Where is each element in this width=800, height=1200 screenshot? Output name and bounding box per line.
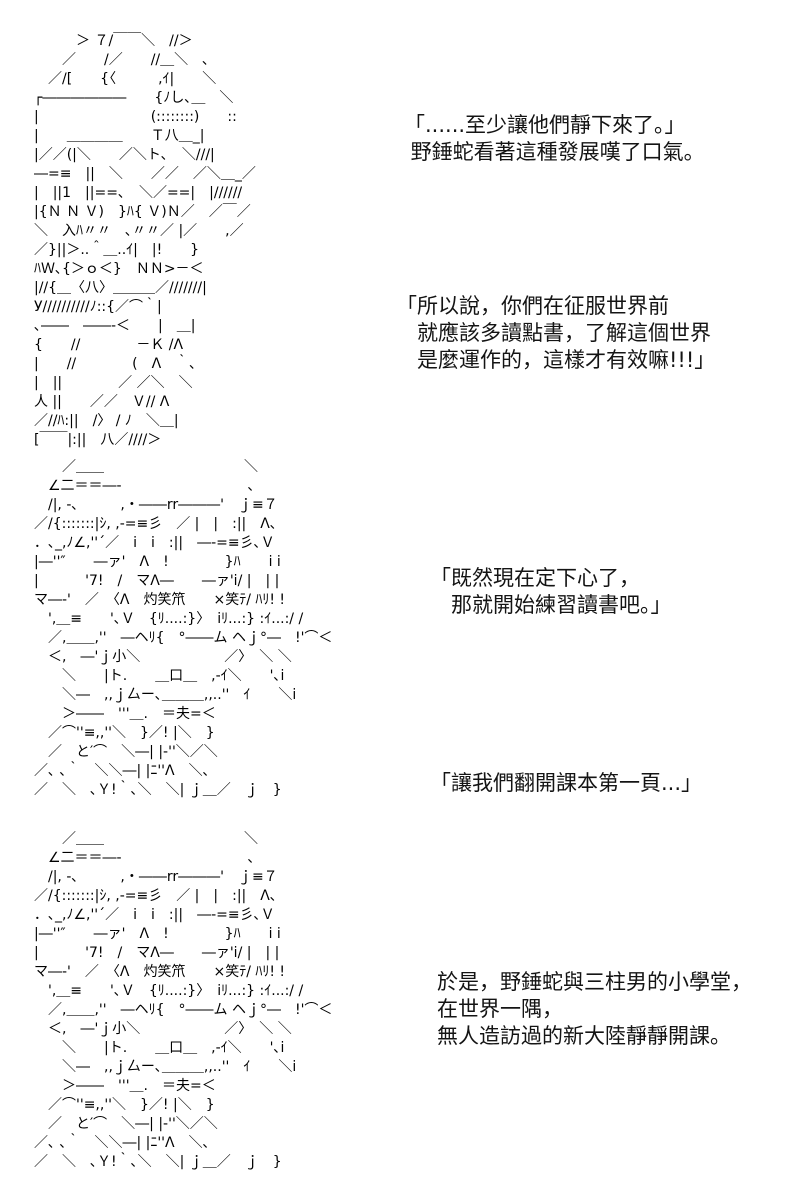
dialogue-text-1: 「......至少讓他們靜下來了。」 野錘蛇看著這種發展嘆了口氣。 [404,113,705,164]
ascii-art-snake-panel: ＞ ７/￣￣＼ //＞ ／ /／ //＿＼ ､ ／/[ {〈 ,ｲ| ＼ ┌――… [34,33,256,448]
dialogue-text-3: 「既然現在定下心了， 那就開始練習讀書吧。」 [430,566,672,617]
dialogue-text-2: 「所以說，你們在征服世界前 就應該多讀點書，了解這個世界 是麼運作的，這樣才有效… [396,294,716,372]
dialogue-text-4: 「讓我們翻開課本第一頁...」 [430,771,703,795]
ascii-art-girl-panel-1: ／＿＿ ＼ ∠二＝＝―- ､ /|, -､ ,・――rr―――' ｊ≡７ ／/{… [34,459,333,798]
narration-text: 於是，野錘蛇與三柱男的小學堂， 在世界一隅， 無人造訪過的新大陸靜靜開課。 [437,970,752,1048]
ascii-art-girl-panel-2: ／＿＿ ＼ ∠二＝＝―- ､ /|, -､ ,・――rr―――' ｊ≡７ ／/{… [34,831,333,1170]
